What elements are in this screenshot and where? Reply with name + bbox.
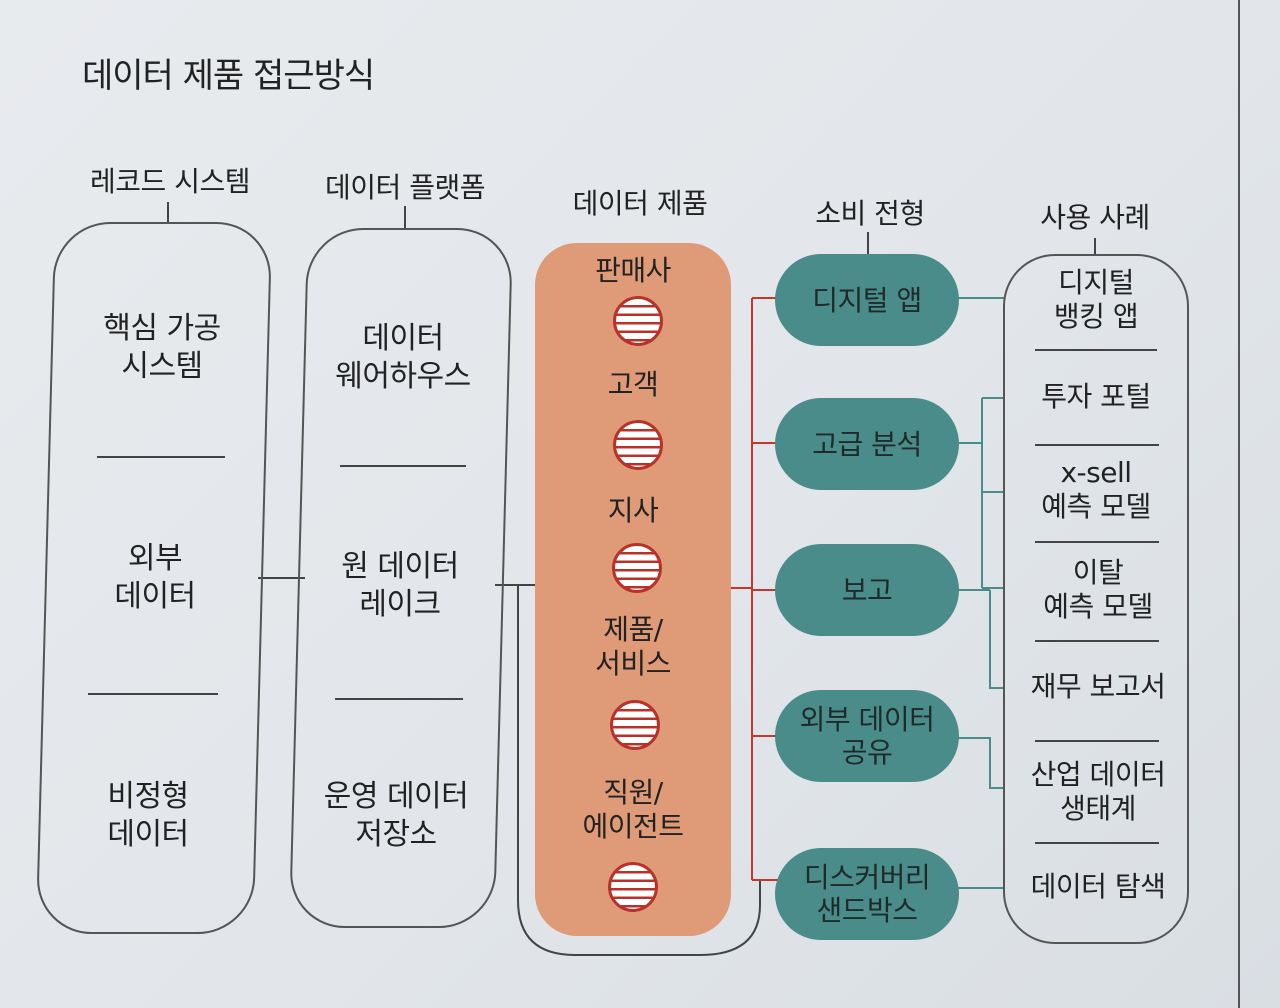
- usecase-churn-model: 이탈 예측 모델: [1043, 556, 1153, 623]
- teal-reporting-branch: [958, 589, 1005, 689]
- records-divider-1: [97, 456, 225, 458]
- usecase-investment-portal: 투자 포털: [1041, 380, 1151, 413]
- striped-globe-icon: [613, 420, 663, 470]
- usecase-xsell-model: x-sell 예측 모델: [1041, 456, 1151, 523]
- usecase-divider-3: [1035, 541, 1159, 543]
- platform-item-raw-lake: 원 데이터 레이크: [341, 549, 459, 622]
- striped-globe-icon: [608, 862, 658, 912]
- usecase-divider-1: [1035, 349, 1157, 351]
- consumption-digital-app: 디지털 앱: [775, 254, 959, 346]
- platform-divider-2: [335, 698, 463, 700]
- platform-divider-1: [340, 465, 466, 467]
- consumption-advanced-analytics: 고급 분석: [775, 398, 959, 490]
- page-edge-rule: [1238, 0, 1240, 1008]
- records-divider-2: [88, 693, 218, 695]
- product-label-vendor: 판매사: [595, 254, 671, 287]
- striped-globe-icon: [612, 543, 662, 593]
- consumption-discovery-sandbox: 디스커버리 샌드박스: [775, 848, 959, 940]
- product-label-product-service: 제품/ 서비스: [595, 613, 671, 680]
- product-label-branch: 지사: [607, 494, 659, 527]
- records-item-core-systems: 핵심 가공 시스템: [103, 311, 221, 384]
- usecases-header: 사용 사례: [1040, 201, 1150, 234]
- platform-item-warehouse: 데이터 웨어하우스: [335, 321, 471, 394]
- usecase-divider-6: [1035, 842, 1159, 844]
- records-header: 레코드 시스템: [90, 165, 250, 198]
- records-item-unstructured-data: 비정형 데이터: [107, 779, 189, 852]
- usecase-divider-4: [1035, 640, 1159, 642]
- product-label-employee-agent: 직원/ 에이전트: [582, 776, 684, 843]
- consumption-header: 소비 전형: [815, 197, 925, 230]
- diagram-title: 데이터 제품 접근방식: [82, 56, 375, 96]
- products-header: 데이터 제품: [572, 187, 708, 220]
- usecase-divider-2: [1035, 444, 1159, 446]
- platform-header: 데이터 플랫폼: [325, 171, 485, 204]
- usecase-industry-ecosystem: 산업 데이터 생태계: [1030, 758, 1166, 825]
- usecase-divider-5: [1035, 740, 1159, 742]
- teal-analytics-branch: [958, 397, 1005, 589]
- striped-globe-icon: [613, 296, 663, 346]
- consumption-external-data-sharing: 외부 데이터 공유: [775, 690, 959, 782]
- carrier-u-line: [517, 585, 761, 956]
- platform-item-ods: 운영 데이터 저장소: [323, 779, 469, 852]
- consumption-reporting: 보고: [775, 544, 959, 636]
- striped-globe-icon: [610, 700, 660, 750]
- product-label-customer: 고객: [607, 368, 659, 401]
- records-item-external-data: 외부 데이터: [114, 541, 196, 614]
- usecase-financial-report: 재무 보고서: [1030, 670, 1166, 703]
- usecase-data-exploration: 데이터 탐색: [1030, 870, 1166, 903]
- usecase-digital-banking-app: 디지털 뱅킹 앱: [1053, 266, 1139, 333]
- teal-sharing-branch: [958, 737, 1005, 789]
- usecases-column: [1003, 254, 1189, 944]
